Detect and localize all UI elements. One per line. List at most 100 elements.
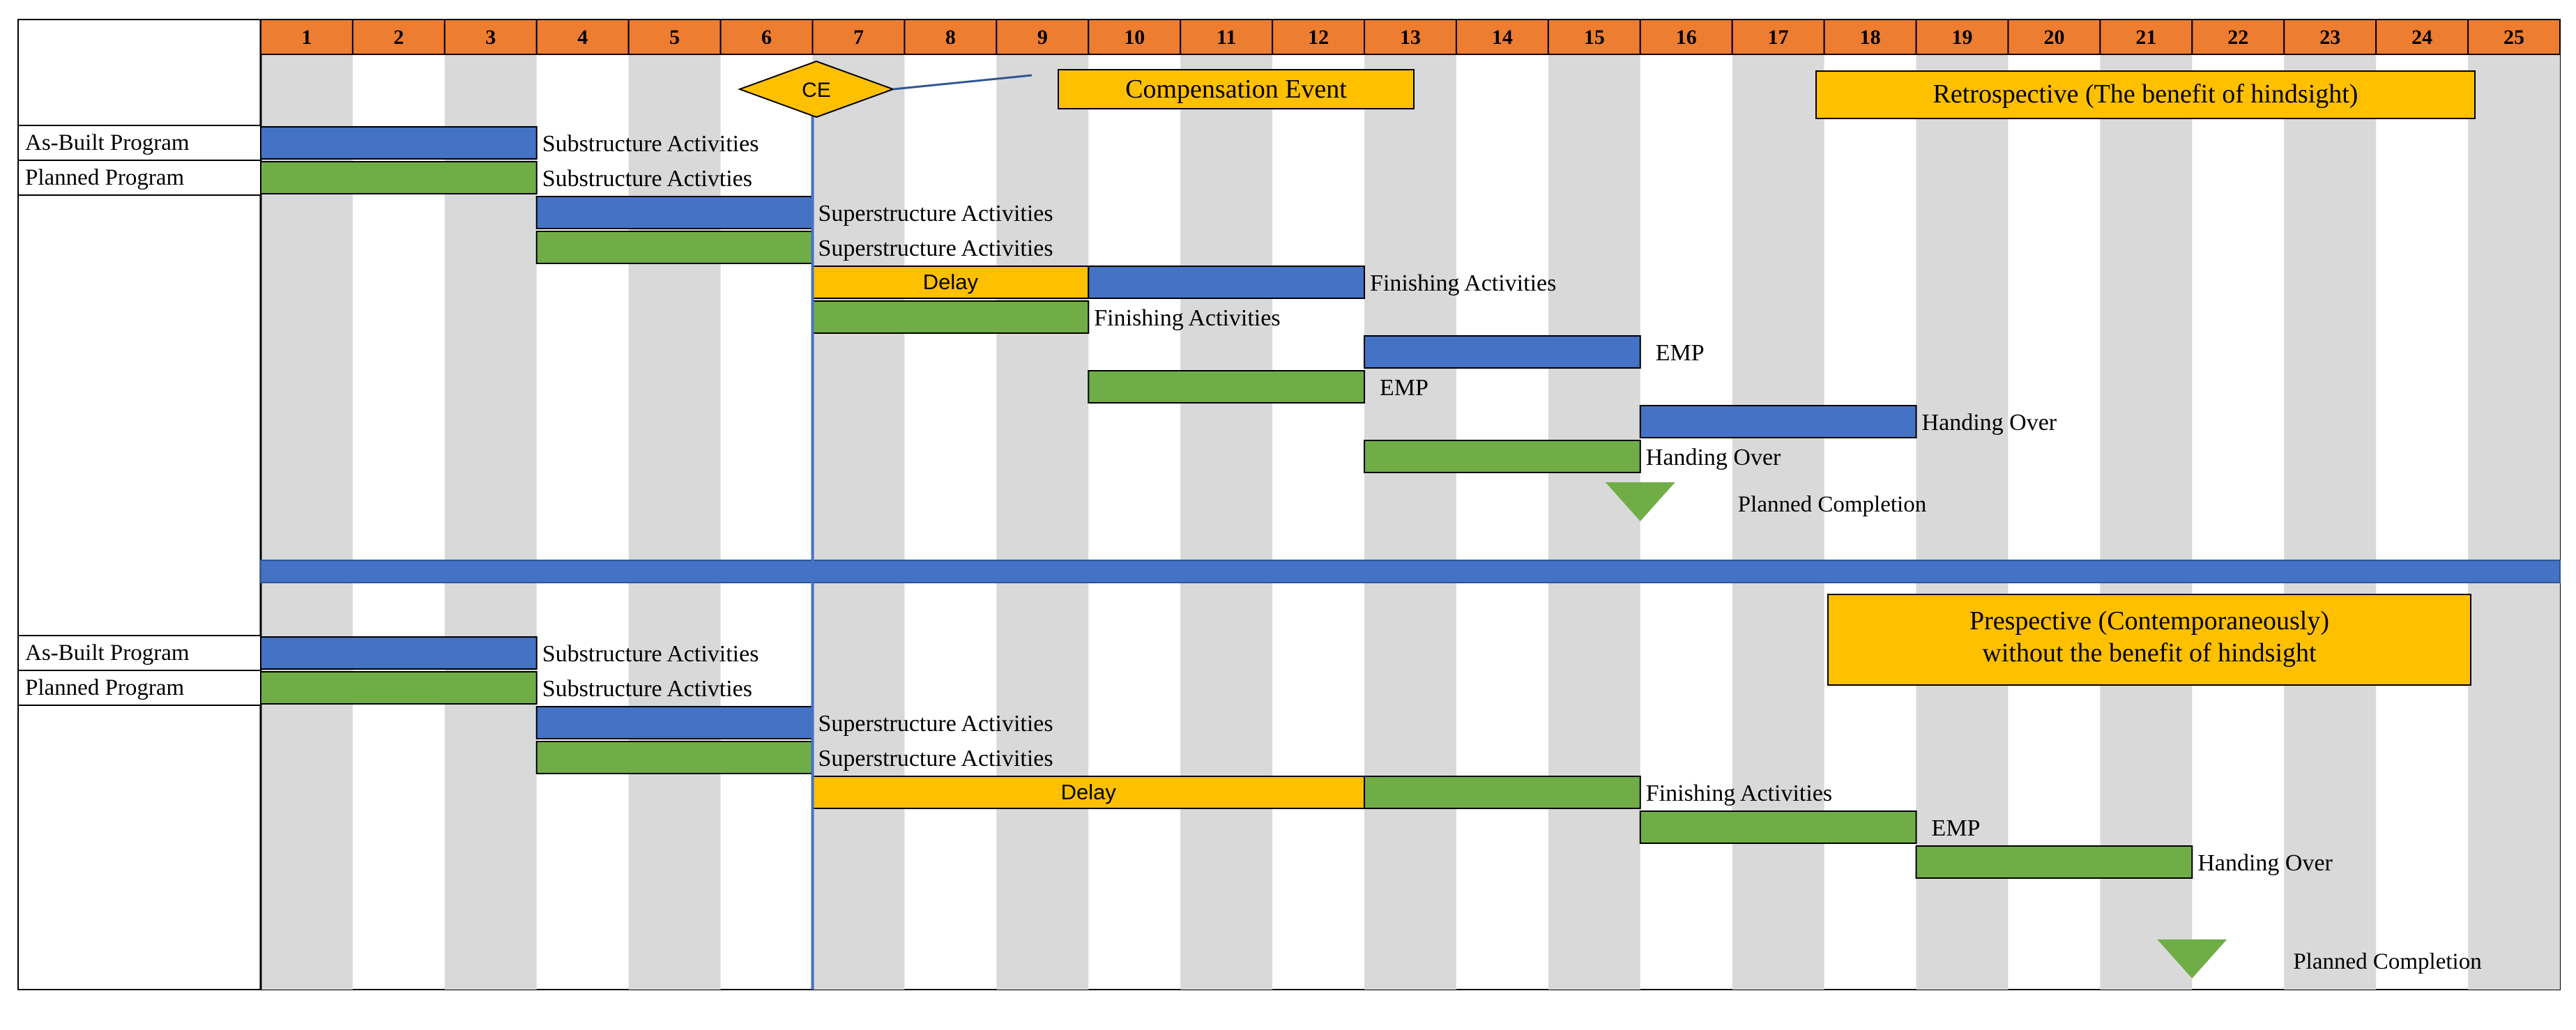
- header-period-label: 3: [485, 26, 496, 49]
- header-period-label: 7: [853, 26, 864, 49]
- planned-bar: [1364, 776, 1641, 809]
- header-period-label: 20: [2043, 26, 2064, 49]
- header-period-cell: [2007, 19, 2101, 55]
- header-period-cell: [2099, 19, 2193, 55]
- compensation-event-callout-box: [1058, 69, 1415, 109]
- panel-note-line: Prespective (Contemporaneously): [1969, 606, 2329, 636]
- column-stripe: [1548, 54, 1640, 990]
- panel-note: Prespective (Contemporaneously)without t…: [1969, 606, 2329, 668]
- header-period-cell: [351, 19, 445, 55]
- delay-bar: [811, 266, 1090, 299]
- header-period-label: 19: [1952, 26, 1973, 49]
- header-period-label: 5: [669, 26, 680, 49]
- header-period-label: 2: [393, 26, 404, 49]
- bar-label: Substructure Activties: [542, 166, 752, 192]
- panel-divider-band: [260, 560, 2561, 583]
- bar-label: Superstructure Activities: [818, 711, 1053, 737]
- header-period-label: 25: [2503, 26, 2524, 49]
- column-stripe: [2284, 54, 2377, 990]
- panel-note-box: [1827, 594, 2471, 686]
- row-label: As-Built Program: [25, 130, 190, 155]
- bar-label: EMP: [1656, 340, 1705, 366]
- header-period-label: 24: [2411, 26, 2432, 49]
- bar-label: Finishing Activities: [1370, 270, 1556, 296]
- column-stripe: [2468, 54, 2560, 990]
- header-period-cell: [443, 19, 538, 55]
- row-label-box: [17, 160, 261, 196]
- planned-bar: [260, 161, 538, 194]
- header-period-label: 10: [1124, 26, 1145, 49]
- as-built-bar: [1364, 335, 1641, 369]
- planned-bar: [811, 300, 1090, 334]
- row-label-box: [17, 670, 261, 706]
- header-period-cell: [1915, 19, 2009, 55]
- as-built-bar: [535, 706, 814, 739]
- planned-bar: [260, 671, 538, 705]
- header-period-cell: [535, 19, 630, 55]
- bar-label: Superstructure Activities: [818, 746, 1053, 771]
- column-stripe: [444, 54, 537, 990]
- header-period-cell: [1823, 19, 1917, 55]
- bar-label: Substructure Activities: [542, 131, 759, 157]
- bar-label: Handing Over: [1646, 445, 1781, 470]
- header-period-label: 6: [761, 26, 772, 49]
- bar-label: Substructure Activties: [542, 676, 752, 702]
- header-period-cell: [1547, 19, 1641, 55]
- planned-completion-milestone: [1605, 482, 1675, 521]
- bar-label: EMP: [1380, 375, 1428, 401]
- header-period-label: 9: [1037, 26, 1048, 49]
- panel-note-line: without the benefit of hindsight: [1982, 638, 2317, 668]
- header-period-cell: [1088, 19, 1182, 55]
- column-stripe: [261, 54, 353, 990]
- header-period-cell: [1272, 19, 1366, 55]
- header-period-cell: [2191, 19, 2285, 55]
- row-label: Planned Program: [25, 675, 185, 700]
- column-stripe: [1364, 54, 1456, 990]
- header-period-cell: [2467, 19, 2561, 55]
- header-period-cell: [627, 19, 722, 55]
- planned-bar: [535, 741, 814, 774]
- bar-label: Superstructure Activities: [818, 236, 1053, 261]
- column-stripe: [1916, 54, 2009, 990]
- compensation-event-callout-label: Compensation Event: [1125, 75, 1347, 104]
- header-period-label: 8: [945, 26, 956, 49]
- header-period-label: 12: [1308, 26, 1329, 49]
- compensation-event-diamond-label: CE: [802, 79, 831, 102]
- header-period-cell: [904, 19, 998, 55]
- header-period-label: 16: [1676, 26, 1697, 49]
- header-period-label: 17: [1768, 26, 1789, 49]
- panel-note: Retrospective (The benefit of hindsight): [1933, 79, 2358, 109]
- header-period-label: 4: [577, 26, 588, 49]
- as-built-bar: [260, 126, 538, 160]
- header-period-cell: [2375, 19, 2469, 55]
- column-stripe: [1180, 54, 1273, 990]
- panel-note-line: Retrospective (The benefit of hindsight): [1933, 79, 2358, 109]
- delay-bar-label: Delay: [923, 270, 979, 294]
- column-stripe: [812, 54, 905, 990]
- planned-completion-milestone: [2157, 939, 2227, 978]
- as-built-bar: [1088, 266, 1366, 299]
- header-period-label: 11: [1217, 26, 1236, 49]
- column-stripe: [628, 54, 721, 990]
- delay-bar-label: Delay: [1061, 780, 1117, 804]
- planned-bar: [1639, 810, 1917, 844]
- as-built-bar: [1639, 405, 1917, 438]
- column-stripe: [996, 54, 1089, 990]
- planned-bar: [1088, 370, 1366, 403]
- header-period-cell: [2283, 19, 2377, 55]
- header-period-cell: [260, 19, 353, 55]
- bar-label: Handing Over: [2197, 850, 2333, 876]
- bar-label: Finishing Activities: [1646, 781, 1832, 806]
- bar-label: Substructure Activities: [542, 641, 759, 667]
- header-period-cell: [1364, 19, 1457, 55]
- header-period-label: 14: [1492, 26, 1513, 49]
- column-stripe: [2100, 54, 2193, 990]
- column-stripe: [1732, 54, 1824, 990]
- header-period-label: 15: [1584, 26, 1605, 49]
- bar-label: EMP: [1932, 815, 1981, 841]
- planned-bar: [535, 231, 814, 264]
